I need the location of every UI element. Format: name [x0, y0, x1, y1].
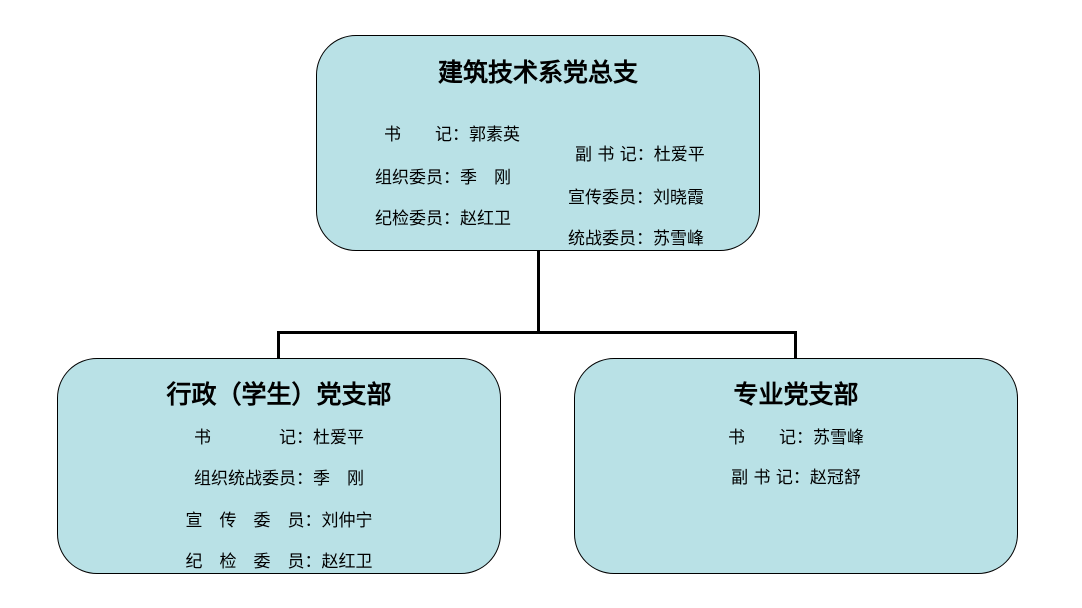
connector-horizontal	[277, 331, 797, 334]
organization-member-entry: 组织委员：季 刚	[375, 168, 511, 188]
professional-branch-deputy-secretary-entry: 副 书 记：赵冠舒	[731, 468, 861, 488]
deputy-secretary-entry: 副 书 记：杜爱平	[575, 145, 705, 165]
publicity-member-entry: 宣传委员：刘晓霞	[568, 188, 704, 208]
admin-branch-discipline-entry: 纪 检 委 员：赵红卫	[185, 552, 373, 572]
secretary-entry: 书 记：郭素英	[384, 125, 520, 145]
party-general-branch-box: 建筑技术系党总支 书 记：郭素英 副 书 记：杜爱平 组织委员：季 刚 宣传委员…	[316, 35, 760, 251]
general-branch-row-2: 组织委员：季 刚 宣传委员：刘晓霞	[317, 143, 759, 223]
admin-student-branch-box: 行政（学生）党支部 书 记：杜爱平 组织统战委员：季 刚 宣 传 委 员：刘仲宁…	[57, 358, 501, 574]
united-front-member-entry: 统战委员：苏雪峰	[568, 229, 704, 249]
discipline-member-entry: 纪检委员：赵红卫	[375, 209, 511, 229]
connector-left-drop	[277, 331, 280, 359]
connector-trunk	[537, 251, 540, 333]
professional-branch-title: 专业党支部	[733, 380, 859, 409]
general-branch-row-1: 书 记：郭素英 副 书 记：杜爱平	[317, 100, 759, 180]
professional-branch-secretary-entry: 书 记：苏雪峰	[728, 428, 864, 448]
professional-branch-box: 专业党支部 书 记：苏雪峰 副 书 记：赵冠舒	[574, 358, 1018, 574]
admin-branch-publicity-entry: 宣 传 委 员：刘仲宁	[185, 511, 373, 531]
admin-student-branch-title: 行政（学生）党支部	[166, 380, 392, 409]
admin-branch-org-united-front-entry: 组织统战委员：季 刚	[194, 469, 364, 489]
general-branch-title: 建筑技术系党总支	[437, 58, 638, 87]
admin-branch-secretary-entry: 书 记：杜爱平	[194, 428, 364, 448]
connector-right-drop	[794, 331, 797, 359]
general-branch-row-3: 纪检委员：赵红卫 统战委员：苏雪峰	[317, 184, 759, 264]
